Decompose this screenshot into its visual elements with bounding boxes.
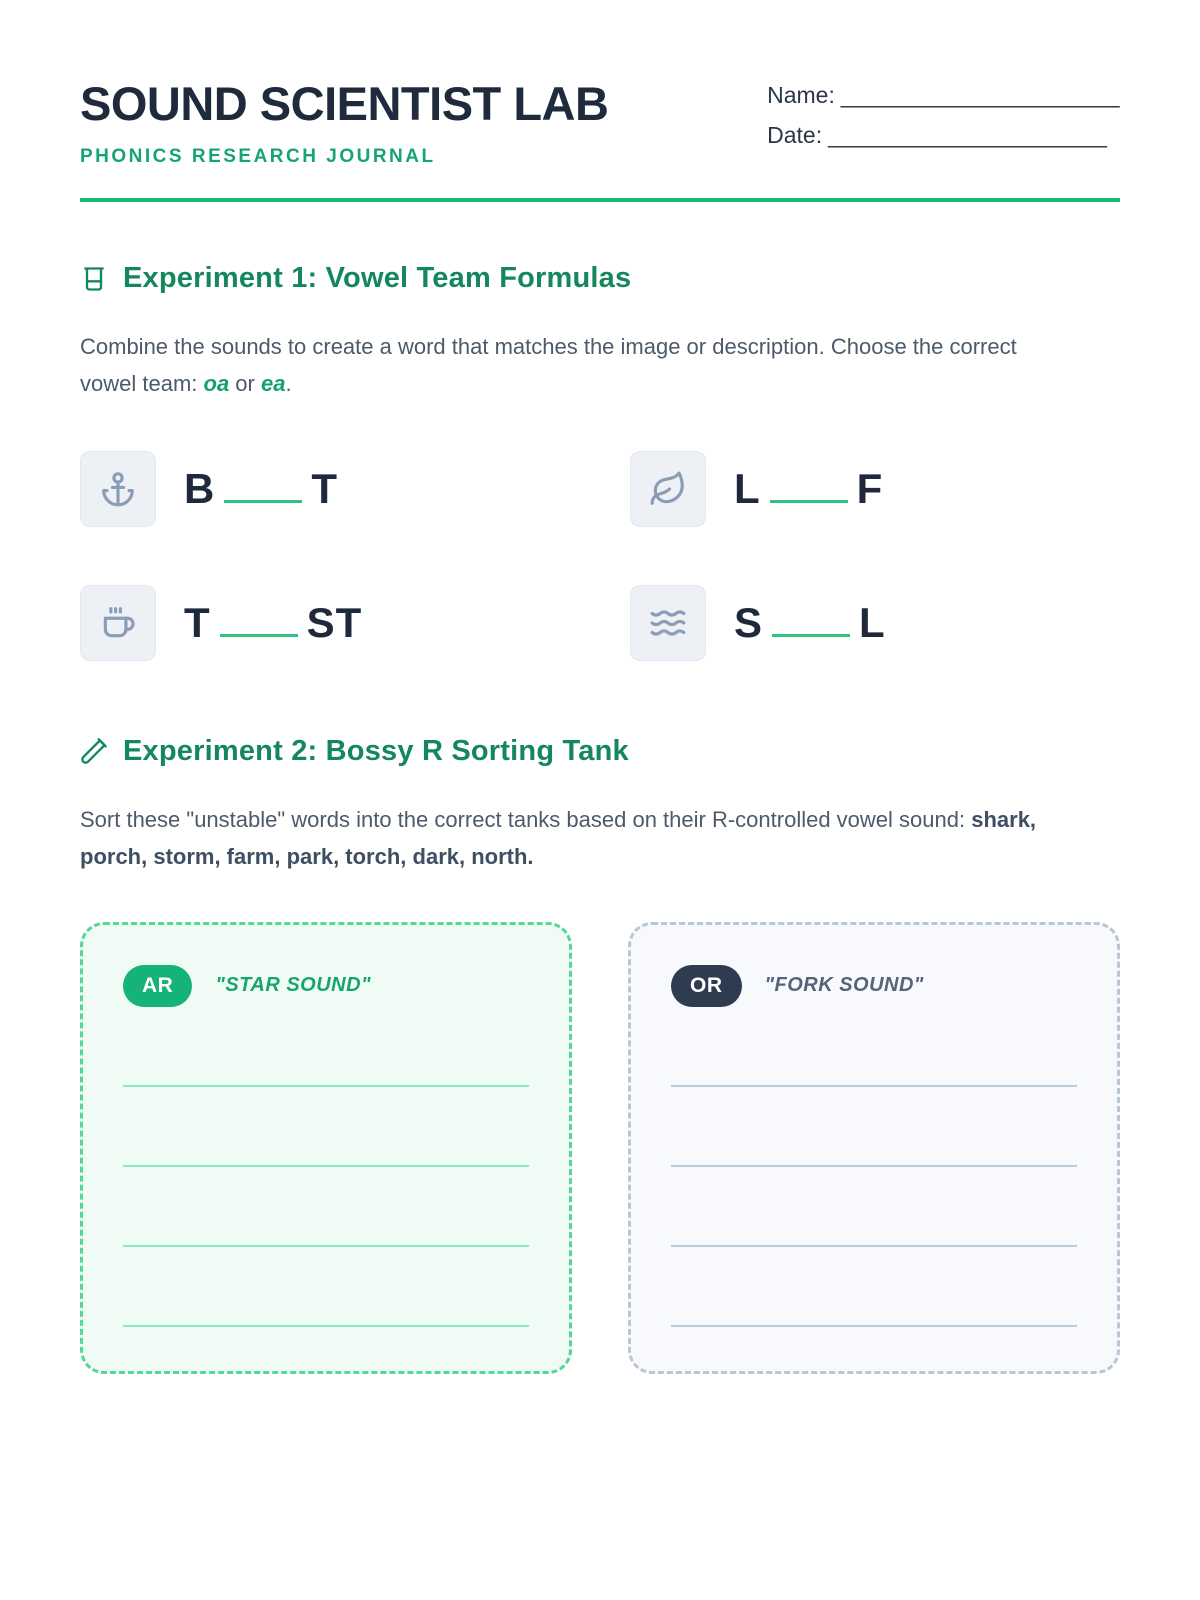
- letter-before: L: [734, 464, 761, 512]
- date-label: Date:: [767, 122, 823, 148]
- word-puzzle: T ST: [184, 599, 362, 647]
- experiment2-heading: Experiment 2: Bossy R Sorting Tank: [80, 735, 1120, 768]
- writing-line[interactable]: [123, 1164, 529, 1167]
- anchor-icon: [102, 472, 134, 507]
- writing-line[interactable]: [671, 1324, 1077, 1327]
- letter-after: F: [856, 464, 884, 512]
- ar-badge: AR: [123, 964, 193, 1007]
- name-label: Name:: [767, 82, 835, 108]
- tank-ar: AR "STAR SOUND": [80, 921, 572, 1374]
- name-row: Name:_____________________: [767, 82, 1120, 109]
- vowel-team-ea: ea: [260, 370, 286, 396]
- title-block: SOUND SCIENTIST LAB PHONICS RESEARCH JOU…: [80, 76, 609, 168]
- experiment2-instructions: Sort these "unstable" words into the cor…: [80, 802, 1075, 876]
- word-icon-box: [80, 584, 156, 661]
- tank-ar-header: AR "STAR SOUND": [123, 964, 529, 1007]
- answer-blank[interactable]: [772, 629, 851, 637]
- answer-blank[interactable]: [769, 495, 848, 503]
- letter-before: T: [184, 598, 211, 646]
- sorting-instruction-text: Sort these "unstable" words into the cor…: [80, 806, 972, 832]
- answer-blank[interactable]: [224, 495, 303, 503]
- letter-before: S: [734, 598, 764, 646]
- word-item-toast: T ST: [80, 584, 630, 661]
- writing-line[interactable]: [671, 1084, 1077, 1087]
- letter-before: B: [184, 464, 216, 512]
- experiment1-instructions: Combine the sounds to create a word that…: [80, 329, 1075, 403]
- beaker-icon: [80, 265, 108, 293]
- instruction-period: .: [285, 370, 292, 396]
- letter-after: T: [311, 464, 338, 512]
- word-icon-box: [630, 450, 706, 527]
- writing-line[interactable]: [123, 1084, 529, 1087]
- coffee-cup-icon: [103, 607, 135, 638]
- word-icon-box: [630, 584, 706, 661]
- or-badge: OR: [671, 964, 742, 1007]
- header-divider: [80, 198, 1120, 202]
- ar-tank-label: "STAR SOUND": [215, 974, 372, 997]
- writing-line[interactable]: [671, 1244, 1077, 1247]
- tank-or: OR "FORK SOUND": [628, 921, 1120, 1374]
- page-title: SOUND SCIENTIST LAB: [80, 77, 609, 130]
- writing-line[interactable]: [671, 1164, 1077, 1167]
- name-date-block: Name:_____________________ Date:________…: [767, 82, 1120, 149]
- test-tube-icon: [80, 737, 108, 765]
- or-tank-label: "FORK SOUND": [764, 974, 924, 997]
- instruction-or: or: [229, 370, 261, 396]
- experiment2-title: Experiment 2: Bossy R Sorting Tank: [123, 734, 629, 767]
- date-fill-line[interactable]: _____________________: [828, 122, 1108, 148]
- vowel-team-oa: oa: [203, 370, 230, 396]
- waves-icon: [650, 610, 686, 636]
- name-fill-line[interactable]: _____________________: [840, 82, 1120, 108]
- date-row: Date:_____________________: [767, 122, 1120, 149]
- tank-or-header: OR "FORK SOUND": [671, 964, 1077, 1007]
- writing-line[interactable]: [123, 1244, 529, 1247]
- experiment1-heading: Experiment 1: Vowel Team Formulas: [80, 262, 1120, 295]
- word-icon-box: [80, 450, 156, 527]
- sorting-tanks: AR "STAR SOUND" OR "FORK SOUND": [80, 921, 1120, 1374]
- instruction-text: Combine the sounds to create a word that…: [80, 334, 1017, 396]
- writing-line[interactable]: [123, 1324, 529, 1327]
- letter-after: ST: [306, 598, 363, 646]
- sorting-word-list: shark, porch, storm, farm, park, torch, …: [80, 806, 1037, 869]
- answer-blank[interactable]: [219, 629, 298, 637]
- page-subtitle: PHONICS RESEARCH JOURNAL: [80, 146, 436, 167]
- letter-after: L: [859, 598, 886, 646]
- leaf-icon: [650, 471, 684, 505]
- header: SOUND SCIENTIST LAB PHONICS RESEARCH JOU…: [80, 76, 1120, 168]
- experiment1-title: Experiment 1: Vowel Team Formulas: [123, 262, 632, 294]
